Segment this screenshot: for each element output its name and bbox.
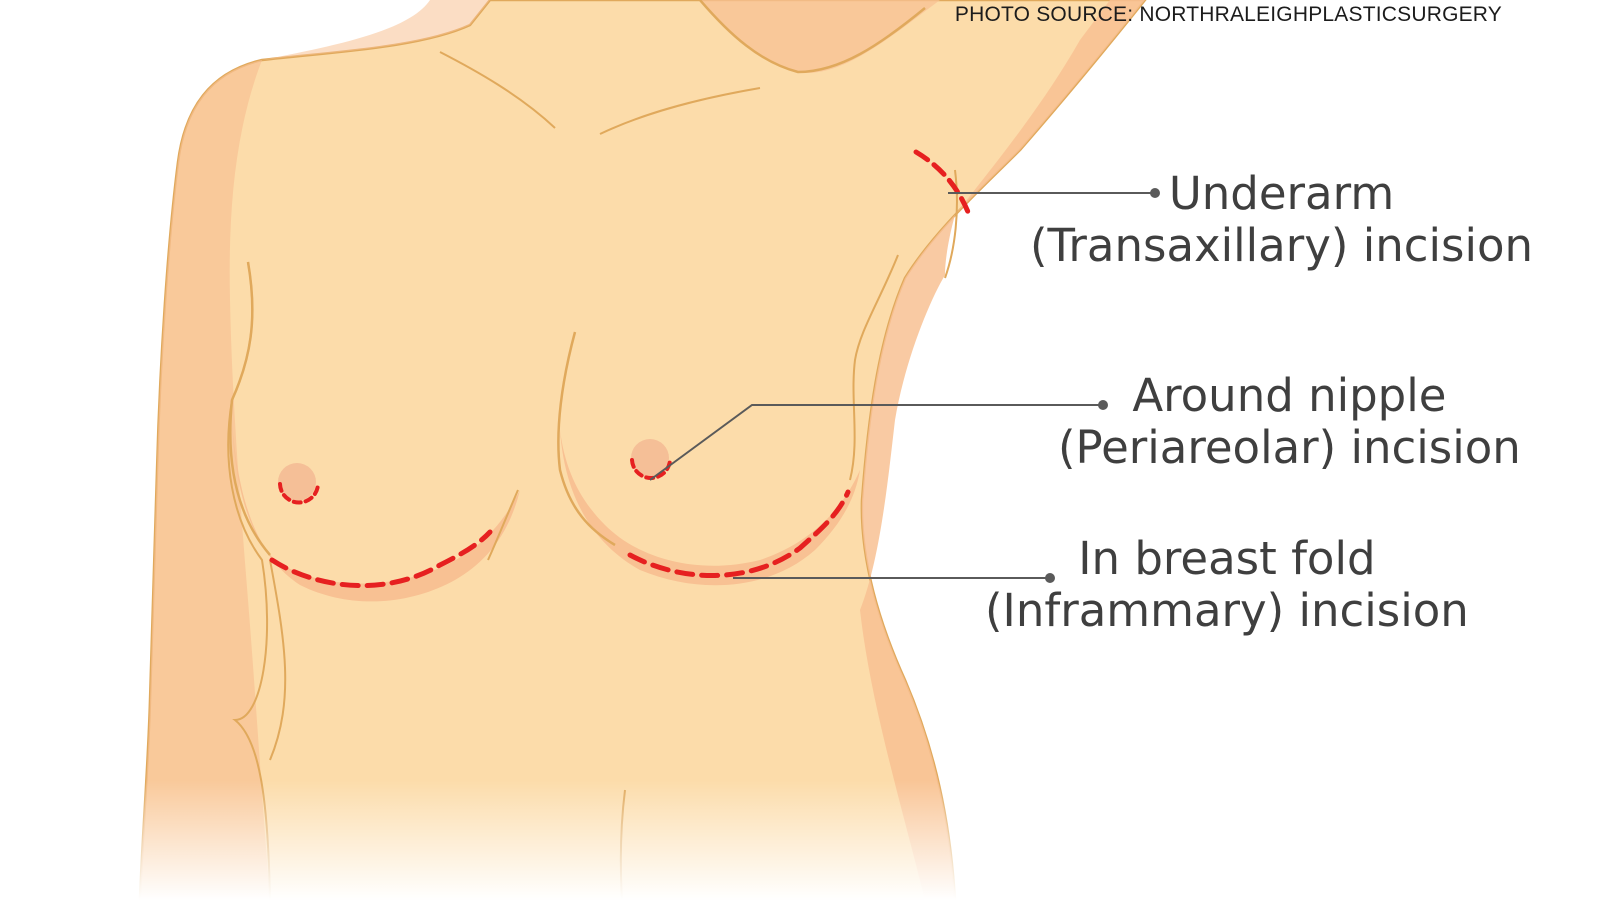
bottom-fade <box>100 780 1000 900</box>
left-breast-lower-line <box>269 559 287 761</box>
left-arm-shadow <box>140 60 270 900</box>
left-shoulder-shadow <box>262 0 490 60</box>
underarm-label-line1: Underarm <box>1168 167 1395 220</box>
nipple-label-line2: (Periareolar) incision <box>1058 421 1521 474</box>
fold-label-line1: In breast fold <box>1078 532 1376 585</box>
underarm-leader-dot <box>1150 188 1160 198</box>
left-inframammary-incision <box>269 529 493 589</box>
armpit-line <box>944 169 958 279</box>
fold-label-line2: (Inframmary) incision <box>985 584 1469 637</box>
fold-leader-dot <box>1045 573 1055 583</box>
left-breast-outline <box>229 261 271 556</box>
left-periareolar-incision <box>278 481 321 505</box>
right-collarbone <box>599 87 761 135</box>
left-breast-inner-line <box>487 489 519 561</box>
underarm-incision-label: Underarm (Transaxillary) incision <box>1030 168 1533 272</box>
underarm-label-line2: (Transaxillary) incision <box>1030 219 1534 272</box>
nipple-leader-dot <box>1098 400 1108 410</box>
neck-line <box>699 0 926 74</box>
right-nipple <box>631 439 669 477</box>
right-side-line <box>849 254 899 481</box>
left-collarbone <box>439 51 556 129</box>
right-breast-outline <box>557 331 616 547</box>
underarm-incision <box>913 149 973 220</box>
periareolar-incision-label: Around nipple (Periareolar) incision <box>1058 370 1521 474</box>
right-inframammary-incision <box>627 489 851 578</box>
nipple-leader-line <box>649 404 1103 481</box>
nipple-label-line1: Around nipple <box>1132 369 1447 422</box>
photo-source-credit: PHOTO SOURCE: NORTHRALEIGHPLASTICSURGERY <box>954 3 1502 26</box>
left-nipple <box>278 463 316 501</box>
inframammary-incision-label: In breast fold (Inframmary) incision <box>985 533 1469 637</box>
